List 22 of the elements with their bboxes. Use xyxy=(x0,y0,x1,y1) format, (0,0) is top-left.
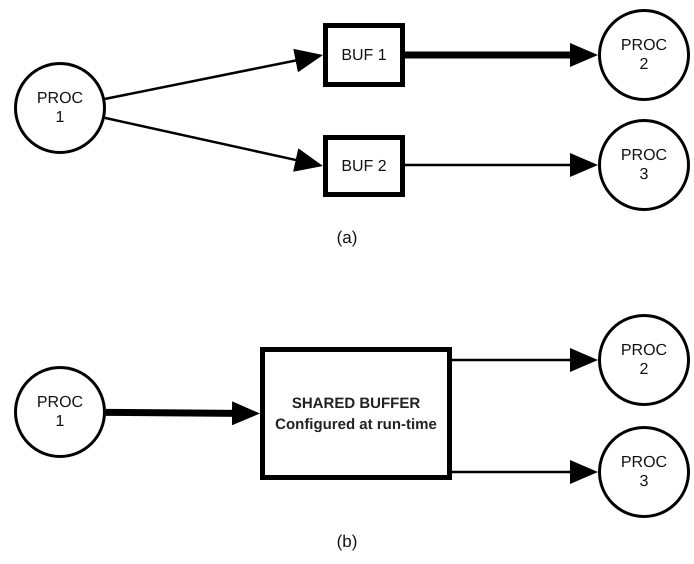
arrow xyxy=(106,401,260,426)
node-text: Configured at run-time xyxy=(275,414,437,434)
panel-label: (b) xyxy=(336,532,358,552)
arrow xyxy=(405,43,598,67)
arrow xyxy=(452,348,598,372)
buffer-box xyxy=(323,23,405,87)
node-text: PROC 1 xyxy=(36,89,84,127)
node-text: PROC 3 xyxy=(620,146,668,184)
arrow xyxy=(405,153,598,177)
node-text: PROC 1 xyxy=(36,393,84,431)
node-text: BUF 1 xyxy=(341,46,387,64)
arrow xyxy=(104,116,323,172)
arrow xyxy=(104,48,323,100)
buffer-box xyxy=(260,347,452,480)
buffer-box xyxy=(323,135,405,197)
node-text: PROC 3 xyxy=(620,453,668,491)
arrow xyxy=(452,460,598,484)
panel-label: (a) xyxy=(336,228,358,248)
node-text: SHARED BUFFER xyxy=(292,394,420,414)
node-text: PROC 2 xyxy=(620,341,668,379)
node-text: BUF 2 xyxy=(341,156,387,176)
node-text: PROC 2 xyxy=(620,36,668,74)
